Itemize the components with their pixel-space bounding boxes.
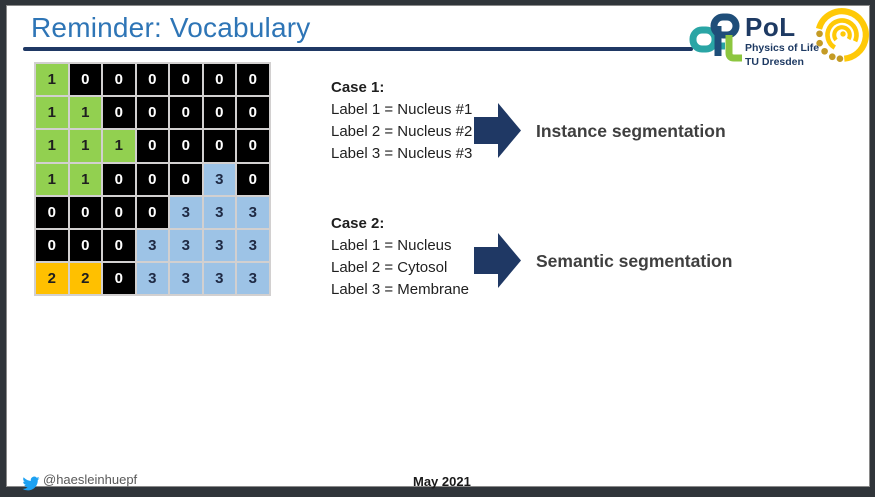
grid-cell: 0 — [170, 97, 202, 129]
grid-cell: 0 — [237, 64, 269, 96]
grid-cell: 0 — [237, 130, 269, 162]
pol-line1: Physics of Life — [745, 42, 820, 54]
case-2-block: Case 2: Label 1 = Nucleus Label 2 = Cyto… — [331, 213, 531, 301]
grid-cell: 0 — [136, 130, 168, 162]
grid-cell: 1 — [36, 64, 68, 96]
case-1-label-3: Label 3 = Nucleus #3 — [331, 145, 473, 162]
grid-cell: 3 — [203, 263, 235, 295]
grid-cell: 0 — [103, 163, 135, 195]
arrow-shape — [474, 233, 521, 288]
grid-cell: 0 — [203, 130, 235, 162]
grid-cell: 3 — [203, 163, 235, 195]
grid-cell: 0 — [103, 97, 135, 129]
pol-logo-icon — [689, 13, 742, 62]
grid-cell: 0 — [136, 97, 168, 129]
case-1-block: Case 1: Label 1 = Nucleus #1 Label 2 = N… — [331, 77, 531, 165]
grid-cell: 0 — [36, 196, 68, 228]
grid-cell: 0 — [103, 263, 135, 295]
pol-line2: TU Dresden — [745, 55, 804, 68]
grid-cell: 0 — [203, 97, 235, 129]
grid-cell: 3 — [203, 229, 235, 262]
grid-cell: 1 — [69, 163, 101, 195]
yellow-badge-icon — [815, 8, 869, 63]
grid-cell: 0 — [237, 97, 269, 129]
grid-cell: 1 — [36, 163, 68, 195]
result-semantic-segmentation: Semantic segmentation — [536, 251, 733, 271]
grid-cell: 0 — [103, 196, 135, 228]
grid-cell: 2 — [69, 263, 101, 295]
title-underline — [23, 47, 693, 51]
case-1-heading: Case 1: — [331, 79, 385, 96]
grid-cell: 2 — [36, 263, 68, 295]
grid-cell: 3 — [237, 263, 269, 295]
case-2-label-2: Label 2 = Cytosol — [331, 259, 448, 276]
grid-cell: 0 — [36, 229, 68, 262]
grid-cell: 3 — [170, 263, 202, 295]
grid-cell: 1 — [103, 130, 135, 162]
grid-cell: 3 — [136, 263, 168, 295]
grid-cell: 1 — [36, 130, 68, 162]
result-instance-segmentation: Instance segmentation — [536, 121, 726, 141]
grid-cell: 1 — [69, 97, 101, 129]
case-2-label-3: Label 3 = Membrane — [331, 281, 470, 298]
twitter-handle: @haesleinhuepf — [43, 472, 138, 487]
grid-cell: 0 — [203, 64, 235, 96]
grid-cell: 0 — [69, 64, 101, 96]
arrow-shape — [474, 103, 521, 158]
grid-cell: 1 — [69, 130, 101, 162]
grid-cell: 0 — [170, 163, 202, 195]
case-1-label-1: Label 1 = Nucleus #1 — [331, 101, 473, 118]
grid-cell: 3 — [170, 229, 202, 262]
pol-logo-text: PoL Physics of Life TU Dresden — [745, 14, 819, 67]
grid-cell: 3 — [237, 196, 269, 228]
grid-cell: 0 — [103, 229, 135, 262]
grid-cell: 0 — [136, 64, 168, 96]
grid-cell: 0 — [136, 196, 168, 228]
arrow-right-icon — [474, 103, 521, 158]
case-2-heading: Case 2: — [331, 215, 385, 232]
arrow-right-icon — [474, 233, 521, 288]
case-2-label-1: Label 1 = Nucleus — [331, 237, 452, 254]
grid-cell: 0 — [170, 64, 202, 96]
grid-cell: 1 — [36, 97, 68, 129]
grid-cell: 3 — [136, 229, 168, 262]
slide-date: May 2021 — [413, 474, 471, 489]
page-title: Reminder: Vocabulary — [31, 12, 311, 43]
grid-cell: 0 — [103, 64, 135, 96]
grid-cell: 3 — [237, 229, 269, 262]
grid-cell: 0 — [69, 196, 101, 228]
case-1-label-2: Label 2 = Nucleus #2 — [331, 123, 473, 140]
twitter-icon — [22, 476, 40, 491]
grid-cell: 3 — [170, 196, 202, 228]
grid-cell: 0 — [69, 229, 101, 262]
grid-cell: 0 — [136, 163, 168, 195]
grid-cell: 3 — [203, 196, 235, 228]
grid-cell: 0 — [237, 163, 269, 195]
pol-word: PoL — [745, 12, 796, 42]
grid-cell: 0 — [170, 130, 202, 162]
